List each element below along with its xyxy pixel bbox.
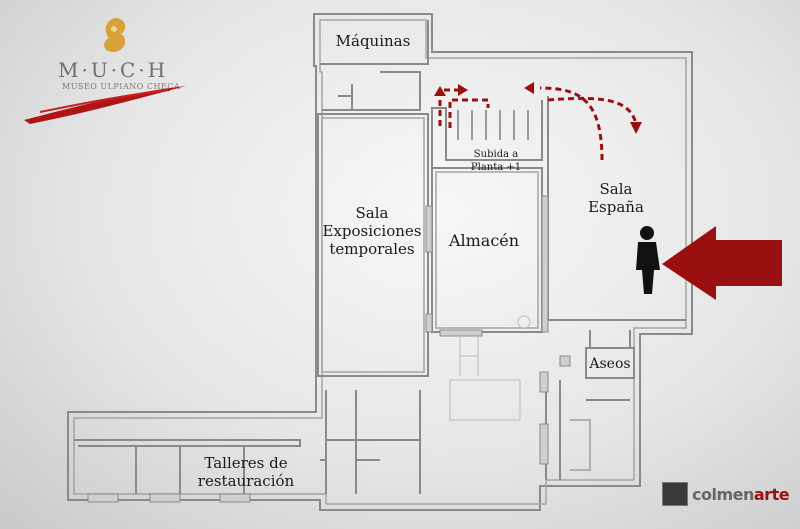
- wall-subida: [431, 100, 543, 168]
- brand-name-a: colmen: [692, 484, 754, 504]
- route-arrows: [438, 86, 638, 161]
- brand-name-b: arte: [753, 484, 790, 504]
- label-subida-1: Subida a: [474, 149, 518, 160]
- label-aseos: Aseos: [588, 356, 630, 372]
- arrow-left-icon: [662, 226, 782, 300]
- label-sala-expo-2: Exposiciones: [322, 222, 421, 240]
- museum-logo-emblem: [104, 18, 126, 52]
- label-talleres-1: Talleres de: [204, 454, 287, 472]
- outer-wall-inner: [73, 19, 687, 505]
- label-subida-2: Planta +1: [471, 162, 521, 173]
- museum-logo-letters: M·U·C·H: [58, 58, 169, 82]
- outer-wall: [67, 13, 693, 511]
- person-silhouette-icon: [636, 226, 660, 294]
- label-talleres-2: restauración: [198, 472, 295, 490]
- logo-red-swoosh: [24, 86, 186, 124]
- label-almacen: Almacén: [448, 231, 519, 250]
- wall-maquinas: [320, 20, 429, 65]
- label-sala-expo-1: Sala: [356, 204, 389, 222]
- museum-logo-subtitle: MUSEO ULPIANO CHECA: [62, 82, 181, 91]
- route-arrow-loop: [448, 98, 490, 128]
- route-arrow-right: [547, 96, 638, 125]
- wall-corridor: [322, 71, 421, 111]
- brand-thumbnail-icon: [662, 482, 688, 506]
- route-arrow-top: [539, 86, 604, 161]
- label-sala-espana-1: Sala: [600, 180, 633, 198]
- wall-talleres: [74, 439, 301, 447]
- label-sala-espana-2: España: [588, 198, 644, 216]
- wall-aseos: [585, 347, 635, 379]
- colmenarte-brand: colmenarte: [662, 482, 790, 506]
- label-maquinas: Máquinas: [336, 32, 411, 50]
- label-sala-expo-3: temporales: [329, 240, 414, 258]
- wall-almacen: [431, 167, 543, 333]
